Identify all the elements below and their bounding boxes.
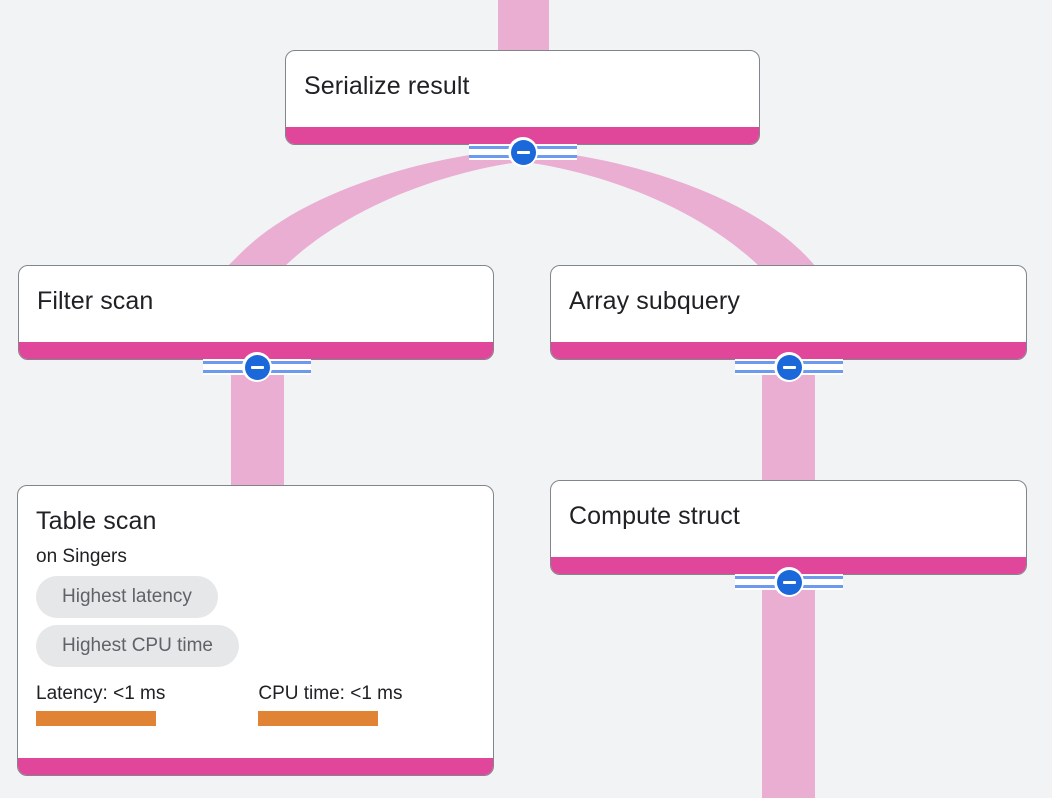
node-metrics: Latency: <1 ms CPU time: <1 ms — [36, 682, 475, 726]
edge-serialize-filter-fill — [229, 152, 499, 265]
edge-serialize-filter-band — [229, 150, 520, 266]
node-title: Serialize result — [304, 72, 470, 100]
collapse-handle-filter-scan[interactable] — [203, 352, 311, 382]
minus-glyph — [250, 365, 264, 369]
collapse-handle-array-subquery[interactable] — [735, 352, 843, 382]
node-footer-accent — [19, 342, 493, 359]
node-table-scan[interactable]: Table scan on Singers Highest latency Hi… — [17, 485, 494, 776]
edge-serialize-array-band — [524, 150, 815, 266]
minus-circle-icon[interactable] — [242, 352, 272, 382]
node-compute-struct-body: Compute struct — [551, 481, 1026, 557]
node-serialize-result[interactable]: Serialize result — [285, 50, 760, 145]
minus-circle-icon-inner — [244, 354, 270, 380]
node-subtitle: on Singers — [36, 546, 127, 567]
minus-glyph — [782, 365, 796, 369]
metric-latency-label: Latency: <1 ms — [36, 683, 166, 704]
minus-circle-icon[interactable] — [774, 567, 804, 597]
node-table-scan-body: Table scan on Singers Highest latency Hi… — [18, 486, 493, 758]
collapse-handle-serialize-result[interactable] — [469, 137, 577, 167]
minus-circle-icon[interactable] — [774, 352, 804, 382]
node-array-subquery[interactable]: Array subquery — [550, 265, 1027, 360]
metric-cpu-time-label: CPU time: <1 ms — [258, 683, 403, 704]
metric-cpu-time: CPU time: <1 ms — [258, 682, 403, 726]
minus-circle-icon-inner — [510, 139, 536, 165]
status-badge-highest-cpu-time: Highest CPU time — [36, 625, 239, 667]
node-filter-scan[interactable]: Filter scan — [18, 265, 494, 360]
node-title: Table scan — [36, 507, 157, 535]
status-badge-highest-latency: Highest latency — [36, 576, 218, 618]
node-filter-scan-body: Filter scan — [19, 266, 493, 342]
node-footer-accent — [551, 342, 1026, 359]
node-compute-struct[interactable]: Compute struct — [550, 480, 1027, 575]
node-array-subquery-body: Array subquery — [551, 266, 1026, 342]
minus-circle-icon-inner — [776, 569, 802, 595]
node-title: Array subquery — [569, 287, 740, 315]
edge-compute-child — [762, 576, 815, 798]
node-footer-accent — [551, 557, 1026, 574]
metric-latency-bar — [36, 711, 156, 726]
metric-latency: Latency: <1 ms — [36, 682, 165, 726]
node-title: Compute struct — [569, 502, 740, 530]
minus-glyph — [516, 150, 530, 154]
node-title: Filter scan — [37, 287, 154, 315]
minus-circle-icon[interactable] — [508, 137, 538, 167]
node-footer-accent — [18, 758, 493, 775]
edge-serialize-filter — [229, 152, 497, 265]
node-footer-accent — [286, 127, 759, 144]
node-chip-list: Highest latency Highest CPU time — [36, 576, 475, 667]
minus-glyph — [782, 580, 796, 584]
minus-circle-icon-inner — [776, 354, 802, 380]
metric-cpu-time-bar — [258, 711, 379, 726]
node-serialize-result-body: Serialize result — [286, 51, 759, 127]
collapse-handle-compute-struct[interactable] — [735, 567, 843, 597]
edge-incoming-serialize — [498, 0, 549, 51]
